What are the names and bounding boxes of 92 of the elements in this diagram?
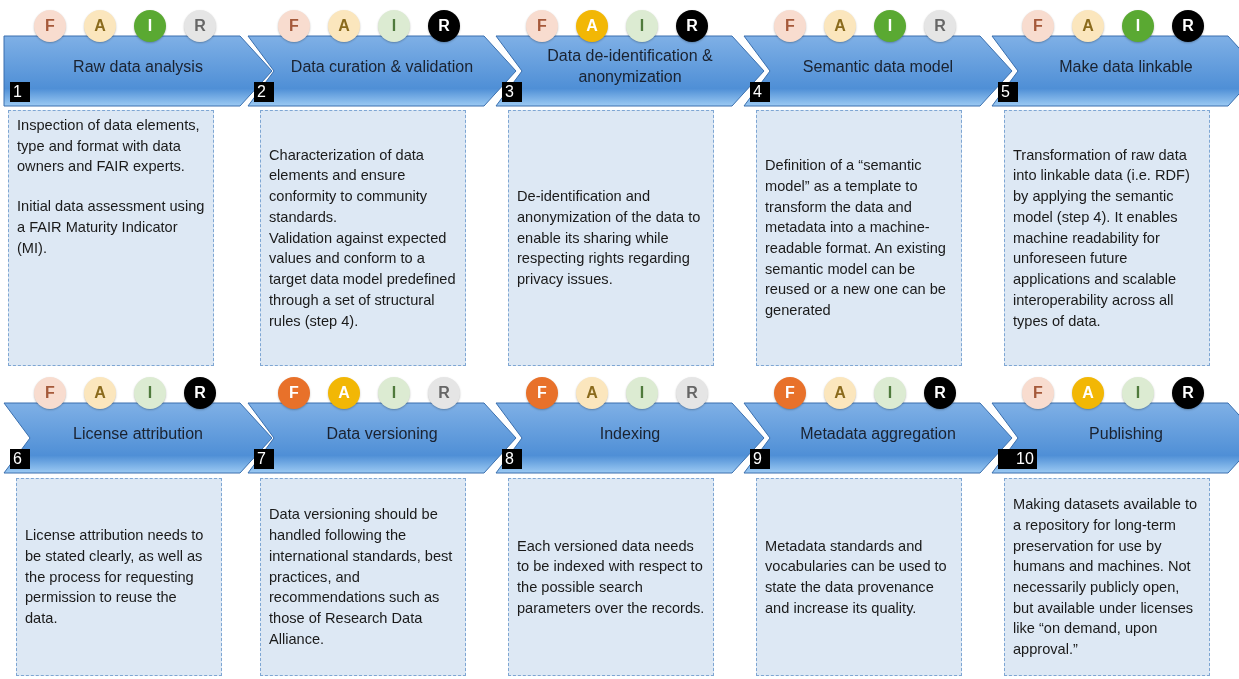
description-text: Validation against expected values and conform to a target data model predefined through a set of structural rules (step 4). [269,228,457,331]
fair-circle: A [84,377,116,409]
step-number: 2 [254,82,274,102]
fair-circle: I [1122,377,1154,409]
fair-circle: I [874,377,906,409]
fair-circle: I [626,10,658,42]
step-number: 10 [998,449,1037,469]
fair-circle: F [526,377,558,409]
fair-circle: R [924,377,956,409]
fair-circle: F [1022,377,1054,409]
description-box [508,110,714,366]
fair-circle: A [1072,377,1104,409]
fair-circle: F [774,377,806,409]
fair-circle: A [84,10,116,42]
fair-circle: R [184,10,216,42]
step-title: Publishing [1089,423,1163,444]
fair-circle: R [184,377,216,409]
fair-circle: F [278,10,310,42]
fair-circle: A [576,377,608,409]
description-box [260,478,466,676]
description-text: Making datasets available to a repository for long-term preservation for use by humans and machines. Not necessarily publicly open, but available under licenses like “on demand, upon approval.” [1013,495,1199,660]
fair-circle: I [378,10,410,42]
fair-circle: A [328,10,360,42]
fair-circle: A [824,377,856,409]
step-chevron [496,36,764,106]
step-title: Data versioning [326,423,438,444]
fair-circle: F [278,377,310,409]
description-box [756,478,962,676]
fair-circle: I [378,377,410,409]
fair-circle: I [1122,10,1154,42]
step-chevron [744,36,1012,106]
step-title: Data de-identification & anonymization [546,46,714,87]
description-text: De-identification and anonymization of the data to enable its sharing while respecting rights regarding privacy issues. [517,187,702,290]
fair-circle: R [676,377,708,409]
description-text: Metadata standards and vocabularies can be used to state the data provenance and increase its quality. [765,536,948,618]
fair-circle: A [576,10,608,42]
fair-circle: I [134,377,166,409]
description-box [508,478,714,676]
description-text: Characterization of data elements and ensure conformity to community standards. [269,145,429,227]
fair-circle: F [526,10,558,42]
description-text: Each versioned data needs to be indexed with respect to the possible search parameters over the records. [517,536,705,618]
description-box [16,478,222,676]
fair-circle: A [824,10,856,42]
description-text: Initial data assessment using a FAIR Maturity Indicator (MI). [17,197,205,258]
description-text: License attribution needs to be stated clearly, as well as the process for requesting permission to reuse the data. [25,526,205,629]
step-title: Make data linkable [1059,56,1193,77]
step-chevron [744,403,1012,473]
step-chevron [248,403,516,473]
fair-circle: I [874,10,906,42]
description-box [260,110,466,366]
fair-circle: F [34,377,66,409]
step-number: 5 [998,82,1018,102]
fair-circle: R [428,10,460,42]
description-box [1004,478,1210,676]
step-chevron [992,403,1239,473]
fair-circle: F [34,10,66,42]
step-title: Semantic data model [802,56,954,77]
step-title: Data curation & validation [290,56,474,77]
description-box [8,110,214,366]
fair-circle: I [626,377,658,409]
description-box [756,110,962,366]
step-number: 1 [10,82,30,102]
step-title: Raw data analysis [73,56,203,77]
step-chevron [4,36,272,106]
fair-circle: R [924,10,956,42]
step-number: 3 [502,82,522,102]
fair-circle: R [1172,377,1204,409]
step-number: 4 [750,82,770,102]
fair-circle: A [328,377,360,409]
step-chevron [496,403,764,473]
step-number: 6 [10,449,30,469]
step-title: Indexing [599,423,661,444]
fair-circle: F [774,10,806,42]
step-chevron [248,36,516,106]
step-number: 9 [750,449,770,469]
description-text: Inspection of data elements, type and format with data owners and FAIR experts. [17,116,201,177]
fair-circle: R [676,10,708,42]
step-number: 8 [502,449,522,469]
step-title: License attribution [73,423,203,444]
fair-circle: R [1172,10,1204,42]
fair-circle: A [1072,10,1104,42]
description-text: Data versioning should be handled following the international standards, best practices, and recommendations such as those of Research Data Alliance. [269,505,454,649]
description-box [1004,110,1210,366]
step-chevron [4,403,272,473]
step-chevron [992,36,1239,106]
description-text: Transformation of raw data into linkable data (i.e. RDF) by applying the semantic model (step 4). It enables machine readability for unforeseen future applications and scalable interoperability across all types of data. [1013,145,1191,331]
step-number: 7 [254,449,274,469]
fair-circle: R [428,377,460,409]
fair-circle: F [1022,10,1054,42]
step-title: Metadata aggregation [800,423,956,444]
fair-circle: I [134,10,166,42]
description-text: Definition of a “semantic model” as a template to transform the data and metadata into a machine-readable format. An existing semantic model can be reused or a new one can be generated [765,156,947,321]
